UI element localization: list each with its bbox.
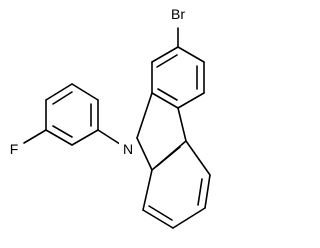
bromine-label: Br <box>171 6 185 22</box>
fluorine-label-bg <box>6 140 22 158</box>
bond-ar2-ar3 <box>71 83 99 101</box>
bond-c1-c2 <box>151 46 179 63</box>
bond-c2-c3 <box>177 46 205 63</box>
bromine-label-bg <box>163 4 193 24</box>
bond-c5-c6-inner <box>197 178 203 206</box>
bond-c6-c7 <box>172 207 206 229</box>
bond-n-aryl <box>97 129 124 147</box>
bond-ar5-ar6 <box>45 129 73 146</box>
bond-c4-c4a <box>177 92 205 109</box>
structure-svg: Br N F <box>6 4 211 229</box>
bond-c7-c8 <box>142 209 174 229</box>
bond-n-c8a <box>136 137 153 171</box>
molecule-diagram: Br N F <box>6 4 211 229</box>
bond-c4a-c4b <box>177 107 187 142</box>
bond-c4a-c9a <box>151 92 179 109</box>
bond-ar6-ar1 <box>71 129 99 146</box>
bond-ar3-ar4-inner <box>52 91 73 105</box>
nitrogen-label: N <box>123 141 133 157</box>
bonds <box>23 27 211 229</box>
fluorine-label: F <box>10 141 19 157</box>
bond-c4a-c9a-inner <box>157 88 178 101</box>
bond-c1-c2-inner <box>156 54 178 68</box>
bond-c7-c8-inner <box>148 205 173 221</box>
nitrogen-label-bg <box>119 140 137 158</box>
bond-c5-c6 <box>204 174 211 209</box>
bond-ar5-ar6-inner <box>52 125 73 138</box>
atom-labels: Br N F <box>6 4 193 158</box>
bond-ar6-f <box>23 129 47 144</box>
bond-c8-c8a <box>142 169 153 211</box>
bond-c9a-n <box>136 92 153 139</box>
bond-c4b-c5 <box>185 140 211 176</box>
bond-c4b-c8a-inner <box>156 146 181 167</box>
bond-ar3-ar4 <box>45 83 73 101</box>
